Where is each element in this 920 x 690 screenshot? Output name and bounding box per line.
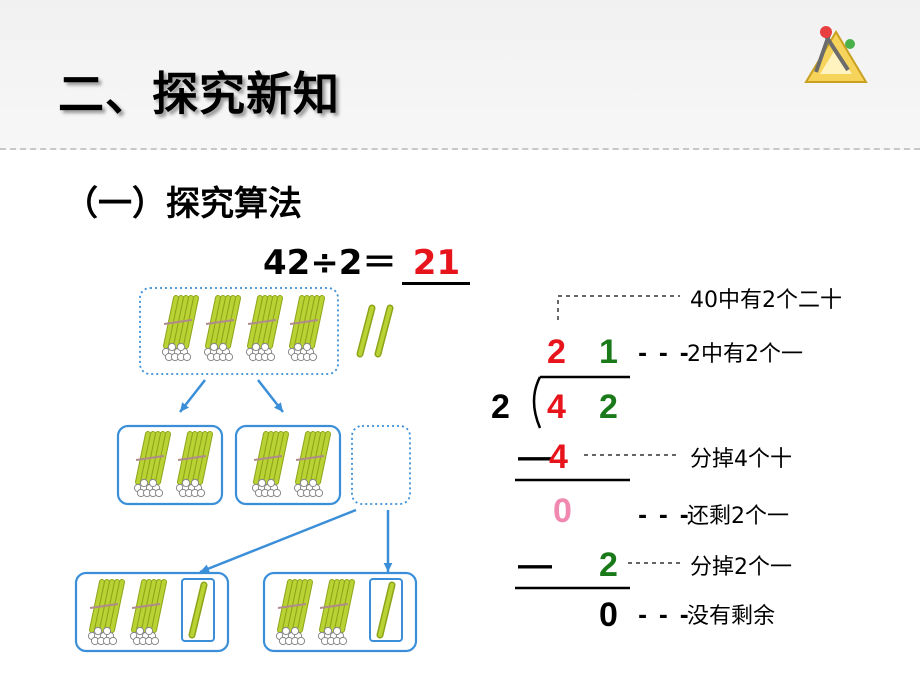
stick-bundle [275,579,313,646]
step2-subtract: 2 [599,546,618,584]
annotation-2: - - - 2中有2个一 [638,336,803,368]
annotation-3: 分掉4个十 [690,447,792,472]
annotation-text: 2中有2个一 [687,342,803,367]
dividend-ones-digit: 2 [599,388,618,426]
stick-bundle [87,579,125,646]
arrow [383,510,393,572]
stick-bundle [251,431,289,498]
arrow [179,379,206,413]
group-box [262,571,418,653]
step1-subtract: 4 [549,438,568,476]
compass-ruler-icon [804,26,868,83]
arrow [257,379,284,413]
stick-bundle [129,579,167,646]
stick-box [369,578,403,642]
equation: 42÷2＝21 [263,235,471,285]
annotation-4: - - - 还剩2个一 [638,498,789,530]
header-divider [0,148,920,150]
stick-box [181,578,215,642]
final-remainder: 0 [599,596,618,634]
single-stick [376,581,396,639]
stick-bundle [293,431,331,498]
dividend-tens-digit: 4 [547,388,566,426]
stick-bundle [317,579,355,646]
annotation-text: 没有剩余 [687,604,776,629]
annotation-6: - - - 没有剩余 [638,598,775,630]
stick-bundle [161,295,199,362]
single-stick [188,581,208,639]
page-title: 二、探究新知 [58,67,340,121]
group-box [116,424,224,506]
stick-bundle [245,295,283,362]
section-subtitle: （一）探究算法 [64,184,302,224]
annotation-1: 40中有2个二十 [690,288,842,313]
annotation-dash: - - - [638,604,691,629]
minus-sign-2: — [518,546,552,584]
stick-bundle [175,431,213,498]
group-box [234,424,342,506]
group-box [351,425,411,505]
quotient-tens-digit: 2 [547,333,566,371]
stick-bundle [203,295,241,362]
single-stick [356,304,376,358]
group-box [74,571,230,653]
single-stick [374,304,394,358]
quotient-ones-digit: 1 [599,333,618,371]
annotation-dash: - - - [638,342,691,367]
minus-sign-1: — [518,438,552,476]
stick-bundle [133,431,171,498]
arrow [199,508,357,574]
equation-answer: 21 [402,244,471,285]
equation-expression: 42÷2＝ [263,243,397,283]
header-band [0,0,920,150]
divisor: 2 [491,388,510,426]
annotation-5: 分掉2个一 [690,555,792,580]
annotation-dash: - - - [638,504,691,529]
step1-remainder: 0 [553,492,572,530]
annotation-text: 还剩2个一 [687,504,789,529]
group-box [139,287,339,375]
stick-bundle [287,295,325,362]
